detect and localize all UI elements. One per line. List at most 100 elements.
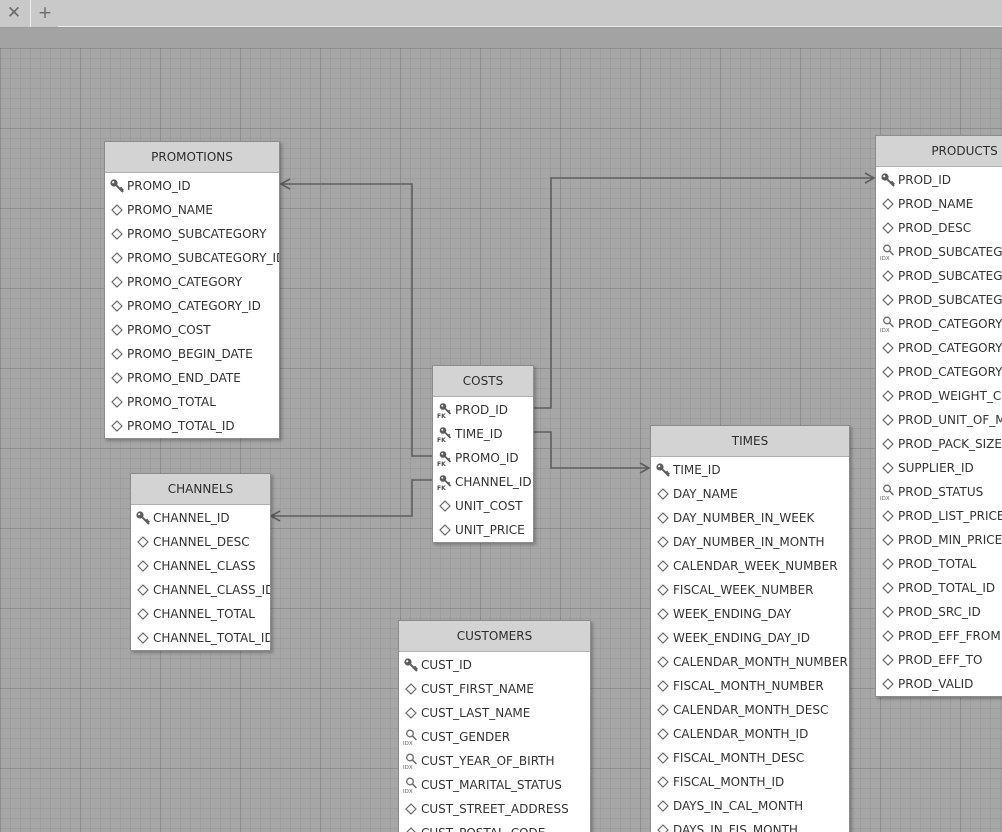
column-row[interactable]: UNIT_PRICE bbox=[433, 518, 533, 542]
column-row[interactable]: TIME_ID bbox=[651, 458, 849, 482]
column-row[interactable]: PROD_SRC_ID bbox=[876, 600, 1002, 624]
column-row[interactable]: PROD_ID bbox=[876, 168, 1002, 192]
svg-text:IDX: IDX bbox=[403, 765, 413, 769]
column-row[interactable]: CHANNEL_TOTAL bbox=[131, 602, 270, 626]
column-row[interactable]: FISCAL_MONTH_NUMBER bbox=[651, 674, 849, 698]
column-row[interactable]: PROD_CATEGORY_ID bbox=[876, 336, 1002, 360]
rel-costs-products[interactable] bbox=[534, 172, 876, 409]
column-row[interactable]: PROMO_CATEGORY_ID bbox=[105, 294, 279, 318]
column-row[interactable]: CUST_FIRST_NAME bbox=[399, 677, 590, 701]
column-row[interactable]: CUST_LAST_NAME bbox=[399, 701, 590, 725]
column-row[interactable]: DAY_NUMBER_IN_MONTH bbox=[651, 530, 849, 554]
column-row[interactable]: PROMO_SUBCATEGORY bbox=[105, 222, 279, 246]
column-row[interactable]: DAY_NAME bbox=[651, 482, 849, 506]
column-diamond-icon bbox=[880, 556, 896, 572]
index-icon: IDX bbox=[403, 729, 419, 745]
column-name: PROD_ID bbox=[455, 403, 509, 417]
column-row[interactable]: PROD_MIN_PRICE bbox=[876, 528, 1002, 552]
column-row[interactable]: CUST_ID bbox=[399, 653, 590, 677]
column-name: DAY_NAME bbox=[673, 487, 738, 501]
column-row[interactable]: FISCAL_MONTH_DESC bbox=[651, 746, 849, 770]
column-row[interactable]: PROD_UNIT_OF_MEASURE bbox=[876, 408, 1002, 432]
column-row[interactable]: CUST_STREET_ADDRESS bbox=[399, 797, 590, 821]
column-row[interactable]: PROMO_END_DATE bbox=[105, 366, 279, 390]
column-row[interactable]: DAYS_IN_CAL_MONTH bbox=[651, 794, 849, 818]
rel-costs-times[interactable] bbox=[534, 431, 651, 474]
column-diamond-icon bbox=[403, 801, 419, 817]
column-row[interactable]: PROD_VALID bbox=[876, 672, 1002, 696]
column-diamond-icon bbox=[437, 498, 453, 514]
column-row[interactable]: PROD_CATEGORY_DESC bbox=[876, 360, 1002, 384]
column-name: CUST_STREET_ADDRESS bbox=[421, 802, 569, 816]
column-row[interactable]: CALENDAR_WEEK_NUMBER bbox=[651, 554, 849, 578]
column-row[interactable]: PROMO_TOTAL_ID bbox=[105, 414, 279, 438]
column-row[interactable]: PROD_SUBCATEGORY_ID bbox=[876, 264, 1002, 288]
rel-costs-promotions[interactable] bbox=[279, 178, 432, 457]
column-row[interactable]: WEEK_ENDING_DAY_ID bbox=[651, 626, 849, 650]
column-row[interactable]: FISCAL_MONTH_ID bbox=[651, 770, 849, 794]
column-diamond-icon bbox=[109, 298, 125, 314]
column-name: PROD_EFF_TO bbox=[898, 653, 983, 667]
column-row[interactable]: PROD_TOTAL bbox=[876, 552, 1002, 576]
column-name: DAYS_IN_CAL_MONTH bbox=[673, 799, 804, 813]
column-row[interactable]: PROMO_SUBCATEGORY_ID bbox=[105, 246, 279, 270]
column-row[interactable]: CHANNEL_CLASS bbox=[131, 554, 270, 578]
column-row[interactable]: UNIT_COST bbox=[433, 494, 533, 518]
rel-costs-channels[interactable] bbox=[269, 479, 432, 522]
column-name: PROD_SUBCATEGORY_ID bbox=[898, 269, 1002, 283]
column-row[interactable]: SUPPLIER_ID bbox=[876, 456, 1002, 480]
plus-icon[interactable]: + bbox=[30, 0, 59, 27]
column-row[interactable]: PROMO_ID bbox=[105, 174, 279, 198]
column-row[interactable]: PROD_LIST_PRICE bbox=[876, 504, 1002, 528]
column-row[interactable]: PROD_TOTAL_ID bbox=[876, 576, 1002, 600]
column-row[interactable]: CALENDAR_MONTH_DESC bbox=[651, 698, 849, 722]
close-icon[interactable]: ✕ bbox=[6, 3, 22, 23]
column-row[interactable]: WEEK_ENDING_DAY bbox=[651, 602, 849, 626]
column-row[interactable]: PROD_WEIGHT_CLASS bbox=[876, 384, 1002, 408]
column-row[interactable]: PROD_DESC bbox=[876, 216, 1002, 240]
column-name: CHANNEL_DESC bbox=[153, 535, 250, 549]
column-row[interactable]: PROD_EFF_FROM bbox=[876, 624, 1002, 648]
column-row[interactable]: PROMO_TOTAL bbox=[105, 390, 279, 414]
column-name: PROD_WEIGHT_CLASS bbox=[898, 389, 1002, 403]
column-row[interactable]: CHANNEL_DESC bbox=[131, 530, 270, 554]
column-row[interactable]: CHANNEL_ID bbox=[131, 506, 270, 530]
column-row[interactable]: CALENDAR_MONTH_NUMBER bbox=[651, 650, 849, 674]
column-diamond-icon bbox=[655, 582, 671, 598]
column-row[interactable]: FISCAL_WEEK_NUMBER bbox=[651, 578, 849, 602]
column-row[interactable]: PROMO_BEGIN_DATE bbox=[105, 342, 279, 366]
column-diamond-icon bbox=[109, 346, 125, 362]
column-row[interactable]: CHANNEL_TOTAL_ID bbox=[131, 626, 270, 650]
column-diamond-icon bbox=[880, 436, 896, 452]
column-row[interactable]: PROMO_COST bbox=[105, 318, 279, 342]
column-row[interactable]: PROD_NAME bbox=[876, 192, 1002, 216]
column-row[interactable]: DAY_NUMBER_IN_WEEK bbox=[651, 506, 849, 530]
column-row[interactable]: CHANNEL_CLASS_ID bbox=[131, 578, 270, 602]
column-row[interactable]: PROMO_CATEGORY bbox=[105, 270, 279, 294]
column-row[interactable]: CUST_POSTAL_CODE bbox=[399, 821, 590, 832]
column-row[interactable]: PROD_SUBCATEGORY_DESC bbox=[876, 288, 1002, 312]
column-row[interactable]: CALENDAR_MONTH_ID bbox=[651, 722, 849, 746]
column-row[interactable]: DAYS_IN_FIS_MONTH bbox=[651, 818, 849, 832]
column-row[interactable]: PROD_PACK_SIZE bbox=[876, 432, 1002, 456]
column-row[interactable]: PROMO_NAME bbox=[105, 198, 279, 222]
column-diamond-icon bbox=[655, 606, 671, 622]
column-row[interactable]: PROD_EFF_TO bbox=[876, 648, 1002, 672]
